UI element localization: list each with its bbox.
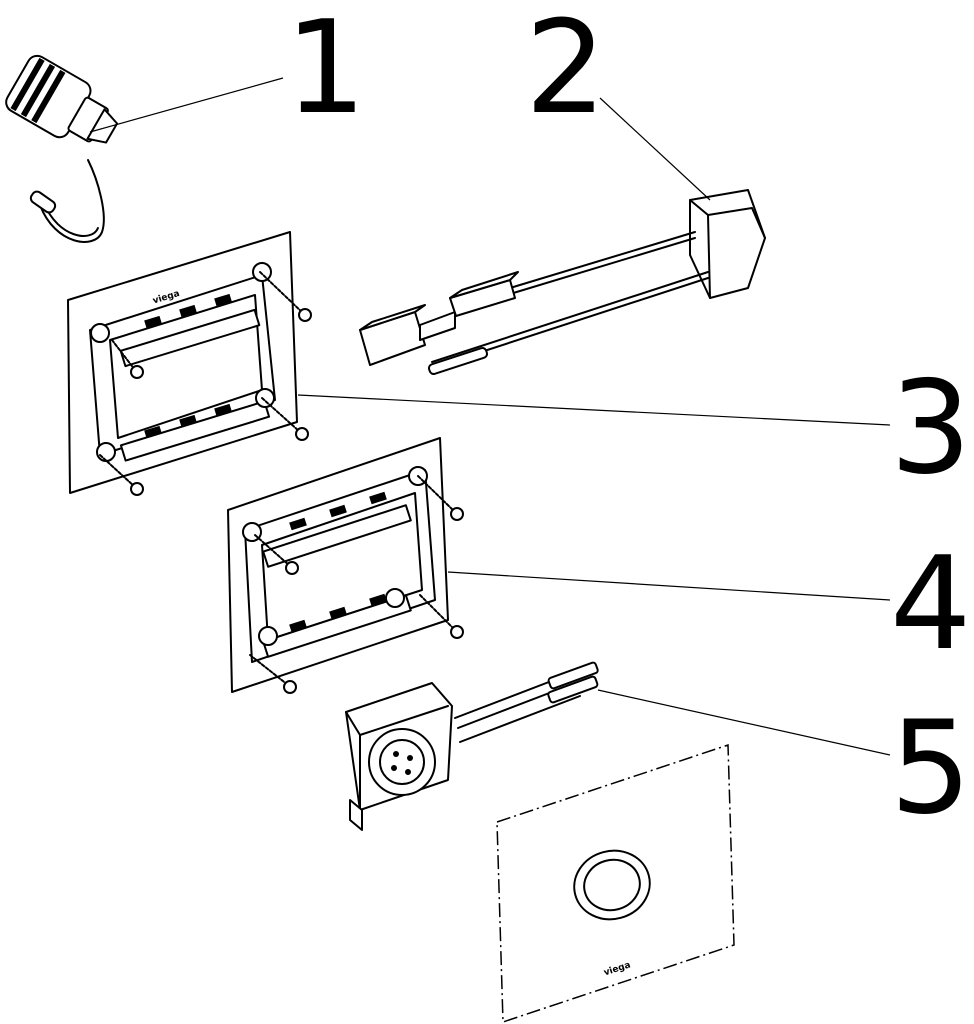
part-4-mounting-frame xyxy=(227,437,891,694)
part-5-sensor-module xyxy=(345,661,891,831)
callout-5: 5 xyxy=(890,694,971,843)
part-1-plug-connector xyxy=(5,54,284,243)
part-2-power-module xyxy=(359,97,766,375)
part-3-mounting-frame: viega xyxy=(67,231,891,496)
cover-plate: viega xyxy=(496,743,735,1024)
callout-4: 4 xyxy=(890,530,971,679)
callout-1: 1 xyxy=(285,0,366,143)
callout-2: 2 xyxy=(525,0,606,143)
callout-3: 3 xyxy=(890,354,971,503)
